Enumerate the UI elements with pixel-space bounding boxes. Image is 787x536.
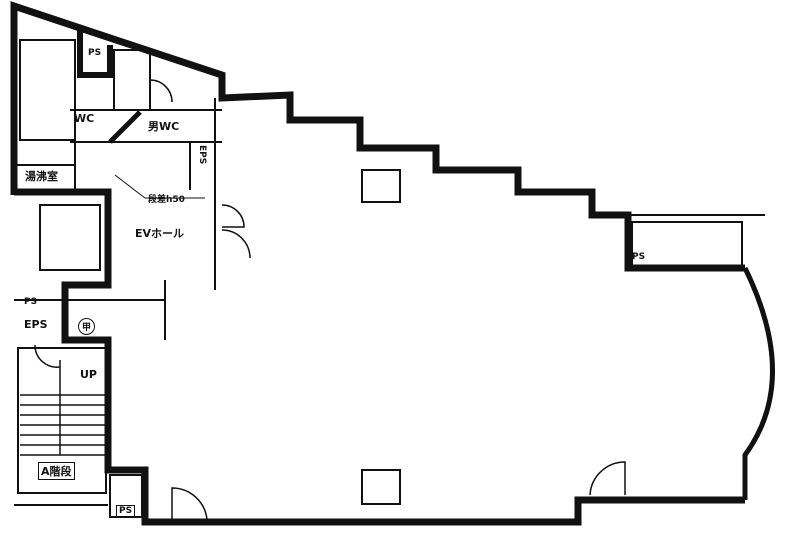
room-label-mens-wc: 男WC [148, 120, 180, 133]
door-swing [34, 344, 61, 368]
stairs-up-label: UP [80, 368, 97, 381]
door-swing [221, 229, 251, 259]
door-swing [171, 487, 208, 521]
room-label-ps-left: PS [24, 297, 38, 307]
fire-class-marker: 甲 [78, 318, 96, 335]
door-swing [589, 461, 626, 496]
level-note: 段差h50 [148, 195, 185, 205]
room-label-stairs-a: A階段 [38, 462, 75, 480]
room-label-wc: WC [74, 112, 95, 125]
room-label-ps-right: PS [632, 252, 646, 262]
room-label-ps-bottom: PS [116, 505, 136, 517]
inner-wall [77, 28, 113, 78]
curved-wall [742, 266, 775, 500]
room-label-eps-upper: EPS [197, 145, 207, 165]
room-label-ps-top: PS [88, 48, 102, 58]
outer-wall [10, 1, 745, 272]
room-label-kitchenette: 湯沸室 [25, 170, 58, 183]
bottom-wall [14, 188, 745, 526]
door-swing [221, 204, 245, 228]
room-label-eps-lower: EPS [24, 318, 48, 331]
door-swing [149, 79, 173, 103]
room-label-ev-hall: EVホール [135, 227, 185, 240]
